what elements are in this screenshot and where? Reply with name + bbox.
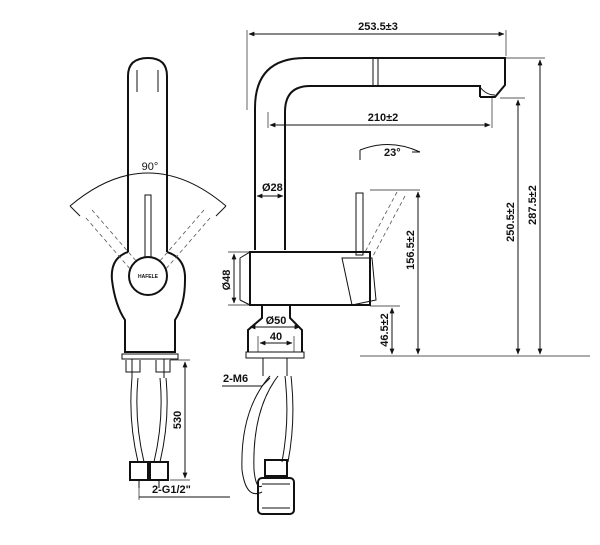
front-column: [127, 95, 168, 252]
lever-left-position: [85, 209, 138, 271]
front-body: [110, 251, 187, 353]
angle-90-label: 90°: [142, 161, 159, 173]
brand-logo: HAFELE: [138, 274, 159, 280]
front-view: HAFELE 90° 530 2-G1/2": [69, 56, 230, 500]
angle-23-label: 23°: [384, 147, 401, 159]
side-mounting-plate: [245, 351, 305, 359]
side-hose-straight: [281, 375, 294, 463]
side-lever-tilted: [363, 191, 406, 259]
dia-28-label: Ø28: [262, 182, 283, 194]
thread-label: 2-G1/2": [152, 484, 191, 496]
side-spout-outer: [254, 57, 506, 250]
side-hose-loop-a: [241, 375, 271, 495]
base-40-label: 40: [270, 331, 282, 343]
dia-50-label: Ø50: [266, 315, 287, 327]
side-lever: [355, 192, 364, 256]
side-lever-base: [341, 257, 377, 306]
front-hose-left: [130, 377, 145, 463]
h-156-label: 156.5±2: [405, 230, 417, 270]
front-spout-head: [127, 56, 168, 95]
reach-label: 210±2: [368, 112, 399, 124]
front-fitting-left: [129, 461, 149, 481]
lever-right-position: [158, 209, 211, 271]
angle-arc-23: [359, 144, 421, 160]
side-spout-inner: [284, 85, 481, 250]
front-fitting-right: [149, 461, 169, 481]
front-mounting-plate: [121, 353, 179, 360]
h-287-label: 287.5±2: [527, 185, 539, 225]
h-46-label: 46.5±2: [379, 313, 391, 347]
h-250-label: 250.5±2: [505, 202, 517, 242]
side-fitting: [264, 459, 288, 477]
front-lever-handle: [144, 194, 152, 258]
dia-48-label: Ø48: [221, 270, 233, 291]
stud-label: 2-M6: [223, 373, 248, 385]
side-view: 253.5±3 210±2 23° Ø28 Ø48 Ø50 40 2-M6: [221, 21, 590, 515]
angle-arc-90: [69, 172, 227, 207]
side-weight: [257, 477, 295, 515]
length-530-label: 530: [172, 411, 184, 429]
width-total-label: 253.5±3: [358, 21, 398, 33]
side-body: [249, 251, 371, 306]
front-hose-right: [153, 377, 168, 463]
